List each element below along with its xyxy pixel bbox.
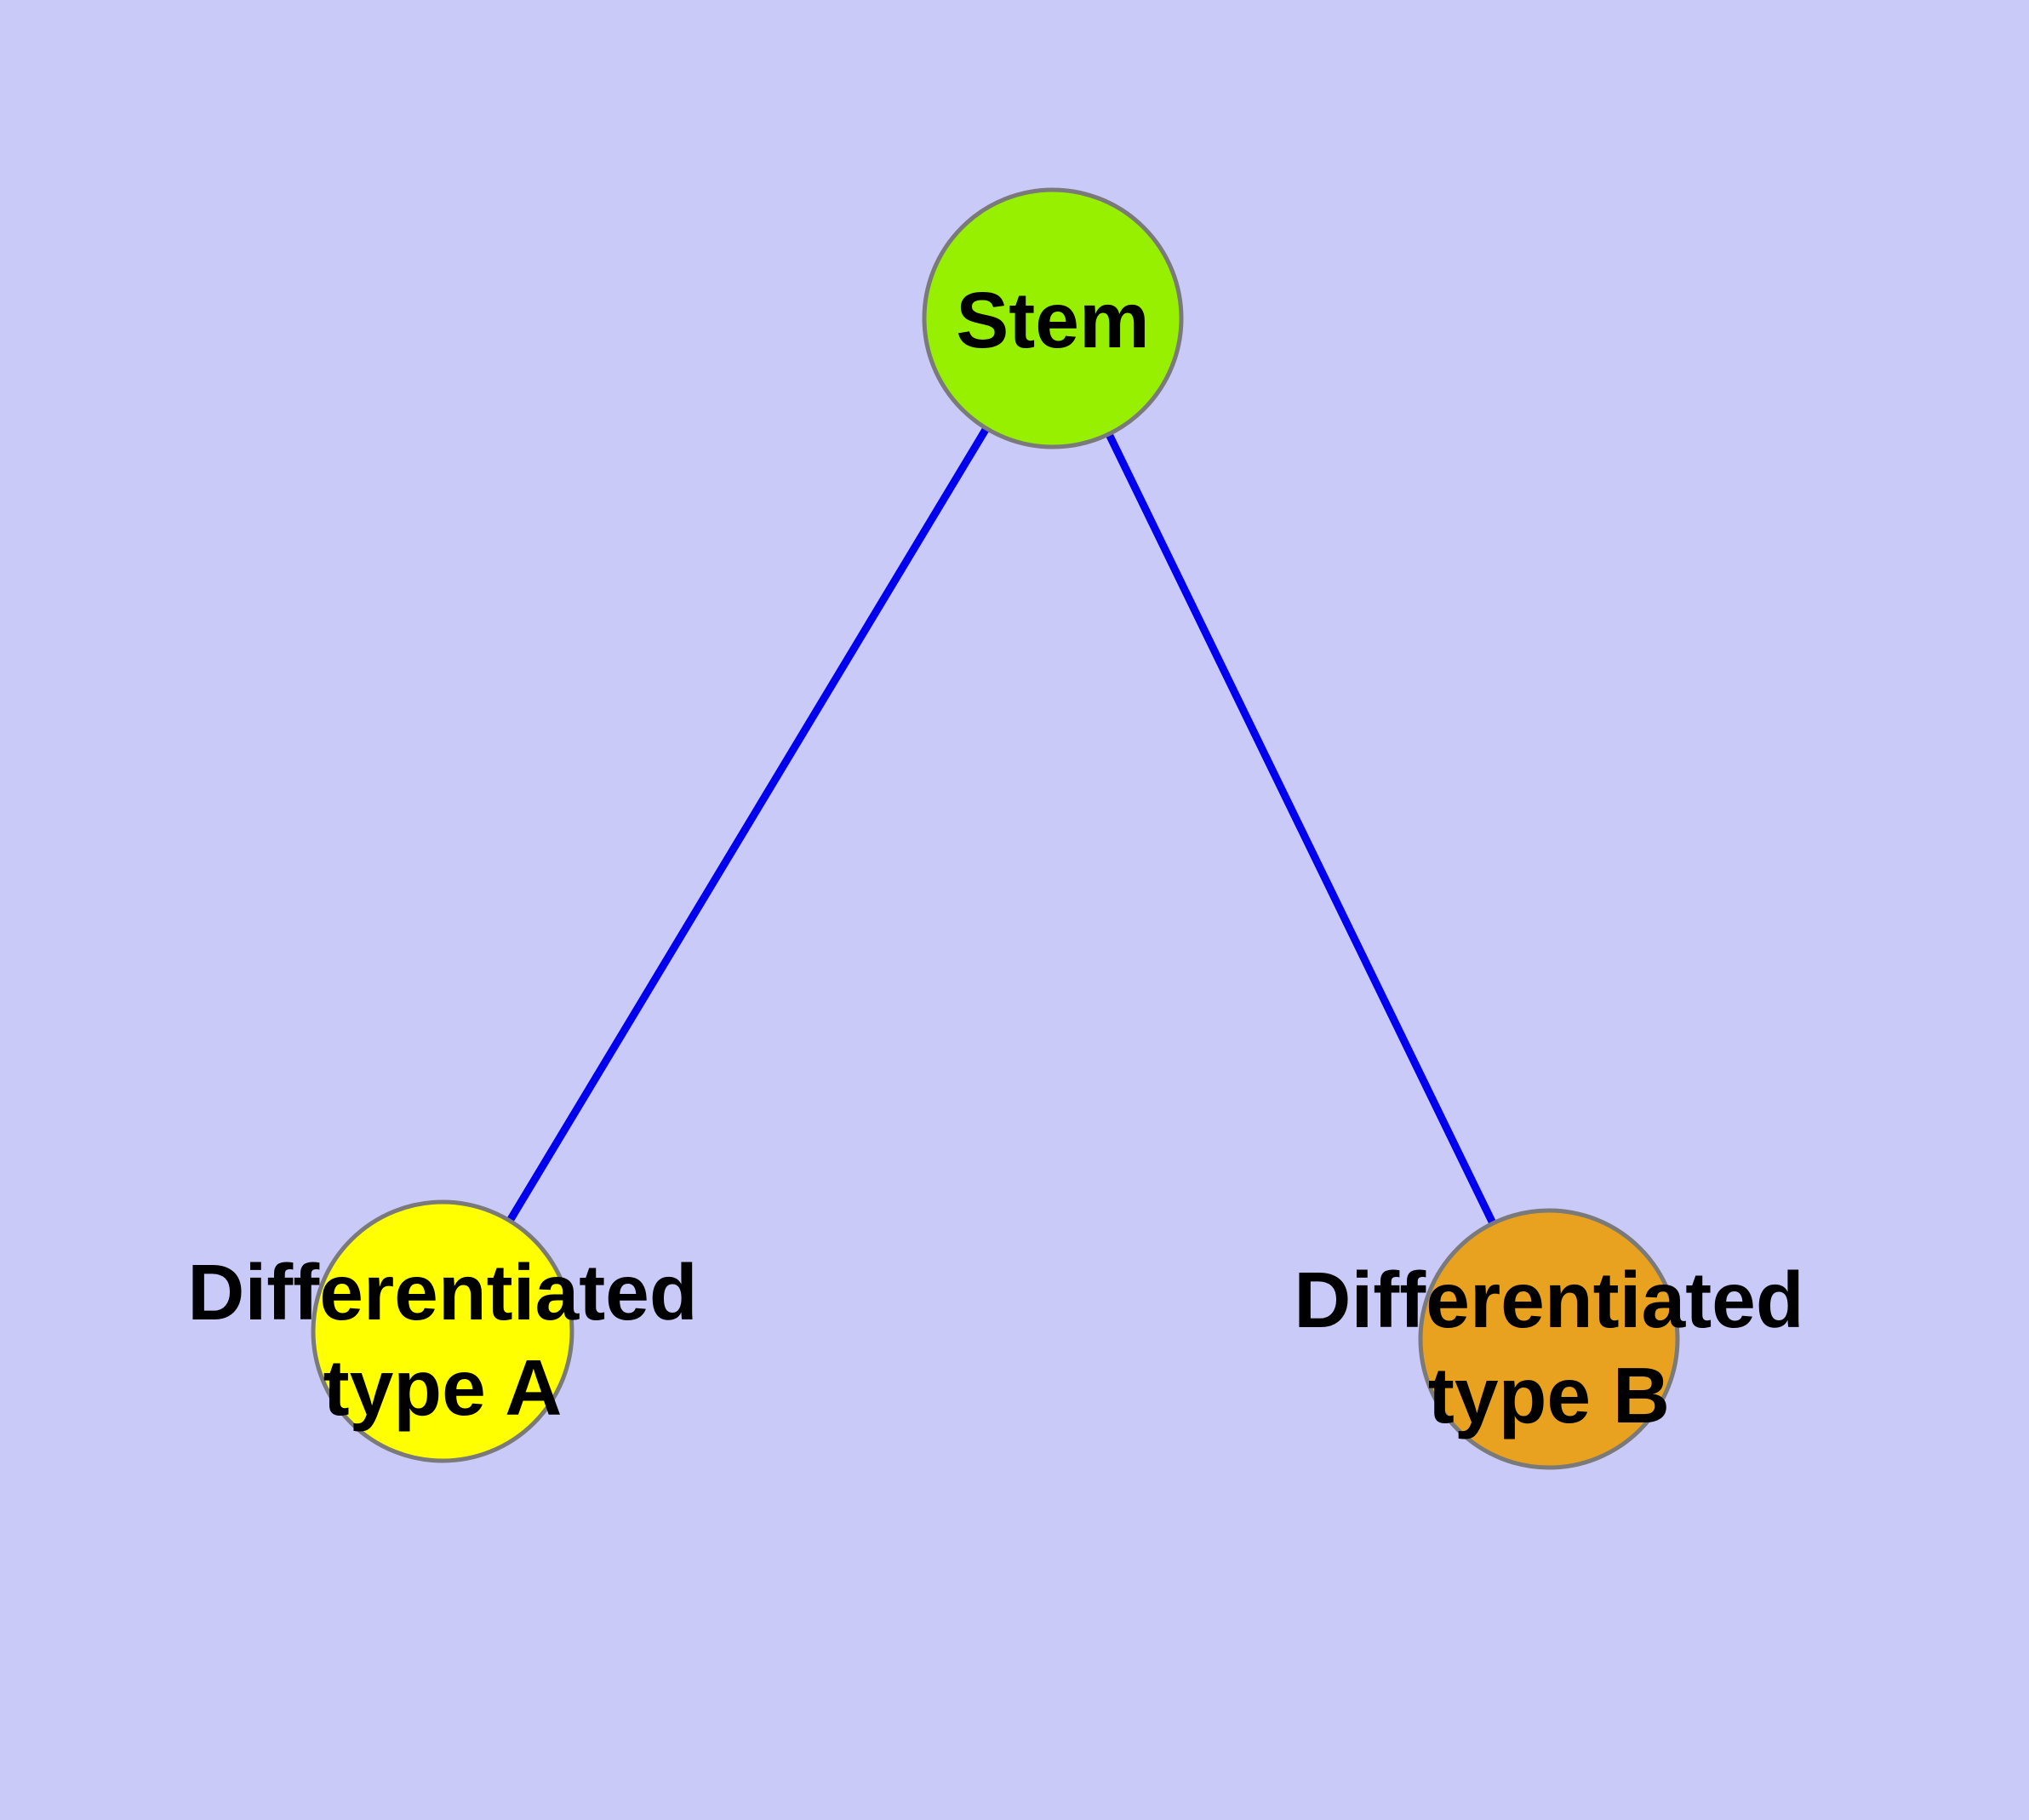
stem-node (922, 187, 1184, 449)
type-b-node-label-line1: Differentiated (1294, 1256, 1803, 1344)
type-b-node-label-line2: type B (1428, 1351, 1670, 1439)
edge-stem-to-type-a (506, 426, 990, 1223)
stem-node-label: Stem (956, 276, 1149, 364)
type-a-node-label-line2: type A (323, 1343, 563, 1432)
type-a-node-label-line1: Differentiated (187, 1248, 697, 1336)
type-a-node (311, 1199, 574, 1463)
type-b-node (1418, 1208, 1680, 1470)
edge-stem-to-type-b (1105, 432, 1497, 1225)
